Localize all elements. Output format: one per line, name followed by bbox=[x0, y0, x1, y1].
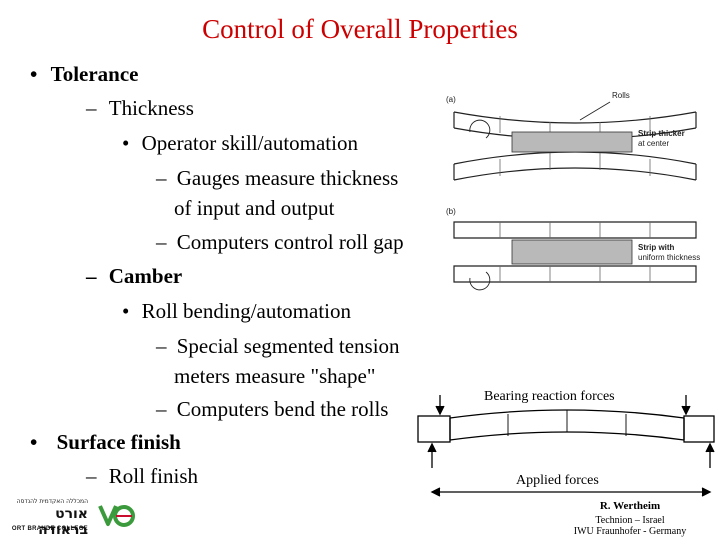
bullet-text: of input and output bbox=[174, 196, 335, 220]
dash-marker: – bbox=[156, 397, 167, 421]
bullet-text: Computers control roll gap bbox=[176, 230, 404, 254]
bullet-operator-skill: • Operator skill/automation bbox=[122, 133, 358, 154]
bullet-marker: • bbox=[30, 62, 38, 86]
bearing-forces-label: Bearing reaction forces bbox=[484, 389, 615, 404]
strip-a bbox=[511, 131, 633, 153]
applied-forces-label: Applied forces bbox=[516, 473, 599, 488]
dash-marker: – bbox=[156, 166, 167, 190]
bullet-text: Roll finish bbox=[108, 464, 199, 488]
bullet-text: Tolerance bbox=[50, 62, 139, 86]
bullet-segmented-cont: meters measure "shape" bbox=[174, 366, 375, 387]
bullet-marker: • bbox=[122, 299, 130, 323]
bullet-segmented-tension: – Special segmented tension bbox=[156, 336, 400, 357]
bullet-roll-finish: – Roll finish bbox=[86, 466, 198, 487]
bullet-gauges: – Gauges measure thickness bbox=[156, 168, 398, 189]
upper-roll-b bbox=[453, 221, 697, 239]
bullet-computers-bend: – Computers bend the rolls bbox=[156, 399, 388, 420]
strip-uniform-label: uniform thickness bbox=[638, 253, 701, 262]
credit-line-1: Technion – Israel bbox=[595, 514, 665, 526]
credit-name: R. Wertheim bbox=[599, 500, 661, 512]
logo-graphic bbox=[4, 498, 135, 536]
bullet-text: Computers bend the rolls bbox=[176, 397, 389, 421]
bullet-camber: – Camber bbox=[86, 266, 182, 287]
credit-block: R. Wertheim Technion – Israel IWU Fraunh… bbox=[565, 500, 695, 538]
logo-check-icon bbox=[98, 505, 118, 526]
dash-marker: – bbox=[86, 96, 97, 120]
bullet-text: Camber bbox=[108, 264, 183, 288]
bullet-text: Operator skill/automation bbox=[141, 131, 358, 155]
rolls-label: Rolls bbox=[612, 91, 630, 100]
roll-deflection-drawing bbox=[453, 101, 697, 291]
logo-hebrew-top: המכללה האקדמית להנדסה bbox=[16, 498, 88, 505]
bullet-text: Gauges measure thickness bbox=[176, 166, 399, 190]
dash-marker: – bbox=[86, 264, 97, 288]
bullet-text: Thickness bbox=[108, 96, 194, 120]
strip-b bbox=[511, 239, 633, 265]
strip-thicker-label-2: at center bbox=[638, 139, 670, 148]
roll-deflection-figure: (a) (b) Rolls Strip thicker at center St… bbox=[440, 82, 720, 317]
bullet-computers-roll-gap: – Computers control roll gap bbox=[156, 232, 404, 253]
bullet-roll-bending: • Roll bending/automation bbox=[122, 301, 351, 322]
strip-with-label: Strip with bbox=[638, 243, 675, 252]
dash-marker: – bbox=[156, 334, 167, 358]
logo-hebrew-main: אורט בראודה bbox=[38, 506, 88, 538]
bullet-surface-finish: • Surface finish bbox=[30, 432, 181, 453]
ort-braude-logo: המכללה האקדמית להנדסה אורט בראודה ORT BR… bbox=[4, 498, 164, 538]
bullet-thickness: – Thickness bbox=[86, 98, 194, 119]
lower-roll-b bbox=[453, 265, 697, 283]
dash-marker: – bbox=[156, 230, 167, 254]
dash-marker: – bbox=[86, 464, 97, 488]
bullet-marker: • bbox=[122, 131, 130, 155]
upper-roll-a bbox=[453, 111, 697, 124]
label-a: (a) bbox=[446, 95, 456, 104]
slide-title: Control of Overall Properties bbox=[202, 14, 518, 44]
credit-line-2: IWU Fraunhofer - Germany bbox=[573, 526, 687, 538]
bullet-text: meters measure "shape" bbox=[174, 364, 376, 388]
label-b: (b) bbox=[446, 207, 456, 216]
bullet-text: Special segmented tension bbox=[176, 334, 400, 358]
logo-english: ORT BRAUDE COLLEGE bbox=[11, 526, 88, 532]
bullet-gauges-cont: of input and output bbox=[174, 198, 334, 219]
strip-thicker-label: Strip thicker bbox=[638, 129, 685, 138]
bullet-tolerance: • Tolerance bbox=[30, 64, 139, 85]
logo-circle-icon bbox=[113, 505, 135, 527]
bullet-text: Surface finish bbox=[56, 430, 181, 454]
bullet-marker: • bbox=[30, 430, 38, 454]
bullet-text: Roll bending/automation bbox=[141, 299, 352, 323]
